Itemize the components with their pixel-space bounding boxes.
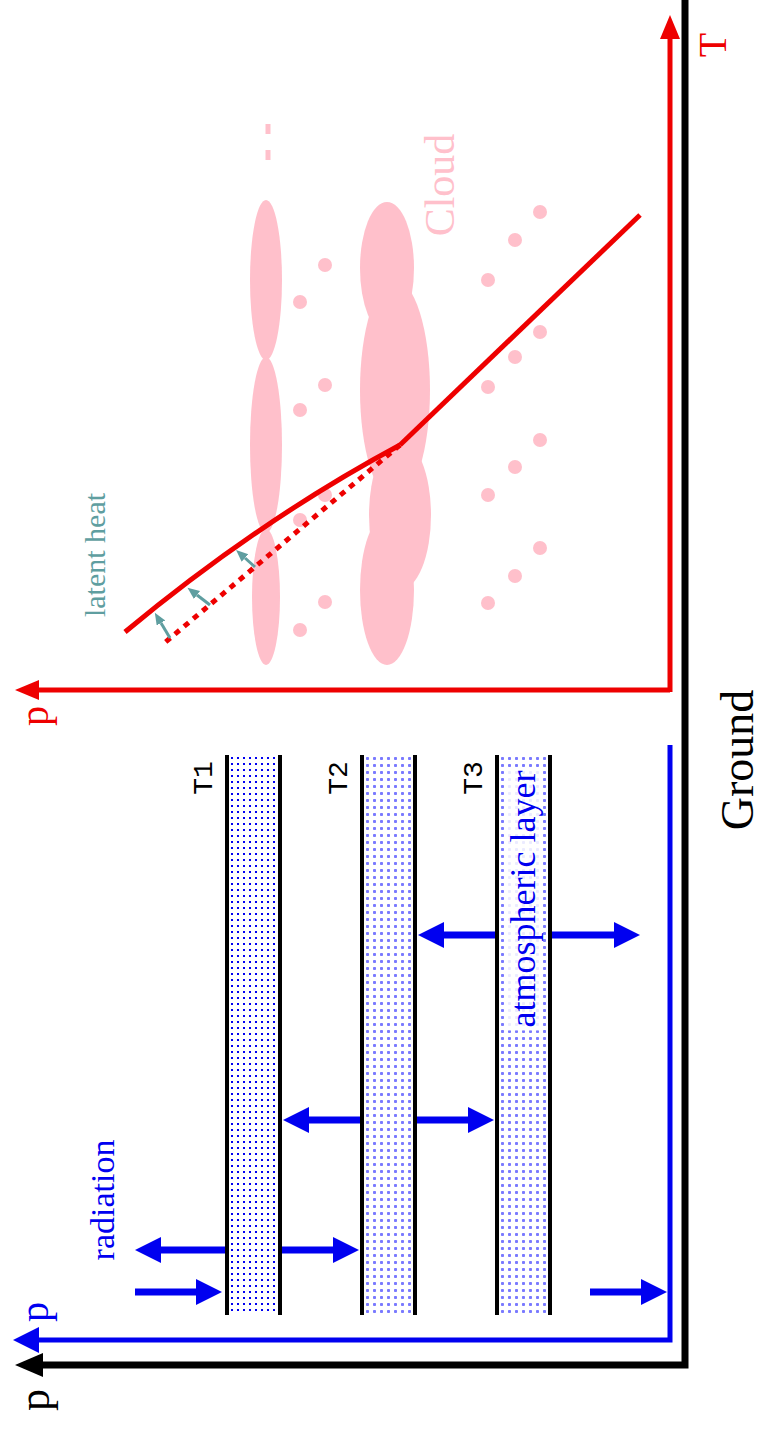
rain-drop [508, 233, 522, 247]
outgoing-radiation [161, 1247, 225, 1254]
radiation-label: radiation [86, 1140, 120, 1261]
cloud-blob [252, 529, 280, 665]
ground-axis [43, 0, 685, 1365]
latent-heat-arrows [161, 558, 255, 638]
layer-label: atmospheric layer [504, 767, 542, 1030]
cloud-label: Cloud [419, 134, 461, 237]
layer-temperature: T3 [461, 761, 489, 795]
radiation-arrow [309, 1117, 360, 1124]
rain-drop [293, 623, 307, 637]
latent-heat-arrow [197, 595, 210, 605]
temperature-profile [400, 215, 640, 445]
rain-drop [318, 378, 332, 392]
downward-radiation [550, 932, 614, 939]
radiation-arrow [282, 1247, 333, 1254]
dash [266, 150, 271, 160]
cloud-blob [360, 515, 414, 665]
axis-label: p [15, 706, 55, 726]
continuation-dashes [266, 124, 271, 160]
axis-label: p [13, 1389, 57, 1411]
temperature-axis [668, 39, 673, 692]
rain-drop [533, 205, 547, 219]
layer-temperature: T1 [191, 761, 219, 795]
latent-heat-arrow [245, 558, 255, 567]
axis-label: p [15, 1302, 55, 1322]
rain-drop [318, 258, 332, 272]
pressure-axis [39, 688, 670, 693]
rain-drop [508, 569, 522, 583]
dry-adiabat [162, 445, 400, 645]
rain-drops [293, 205, 547, 637]
latent-heat-arrow [161, 623, 170, 638]
rain-drop [533, 433, 547, 447]
rain-drop [293, 403, 307, 417]
rain-drop [481, 380, 495, 394]
cloud-blob [250, 200, 282, 360]
radiation-axis [39, 745, 670, 1340]
cloud [250, 200, 431, 665]
cloud-blob [250, 357, 282, 533]
dash [266, 124, 271, 134]
rain-drop [481, 273, 495, 287]
temperature-profile [125, 445, 400, 632]
rain-drop [508, 350, 522, 364]
surface-radiation [590, 1289, 641, 1296]
axis-label: T [693, 33, 733, 57]
atmospheric-layer: T1 [225, 755, 282, 1315]
rain-drop [481, 488, 495, 502]
incoming-radiation [135, 1289, 196, 1296]
radiation-arrow [444, 932, 495, 939]
layer-temperature: T2 [326, 761, 354, 795]
rain-drop [508, 460, 522, 474]
latent-heat-label: latent heat [80, 493, 110, 617]
atmospheric-layer: T2 [360, 755, 417, 1315]
rain-drop [293, 295, 307, 309]
radiation-arrow [417, 1117, 468, 1124]
rain-drop [533, 541, 547, 555]
rain-drop [533, 325, 547, 339]
ground-label: Ground [715, 690, 761, 831]
rain-drop [481, 596, 495, 610]
atmospheric-layer: T3atmospheric layer [495, 755, 552, 1315]
rain-drop [318, 595, 332, 609]
